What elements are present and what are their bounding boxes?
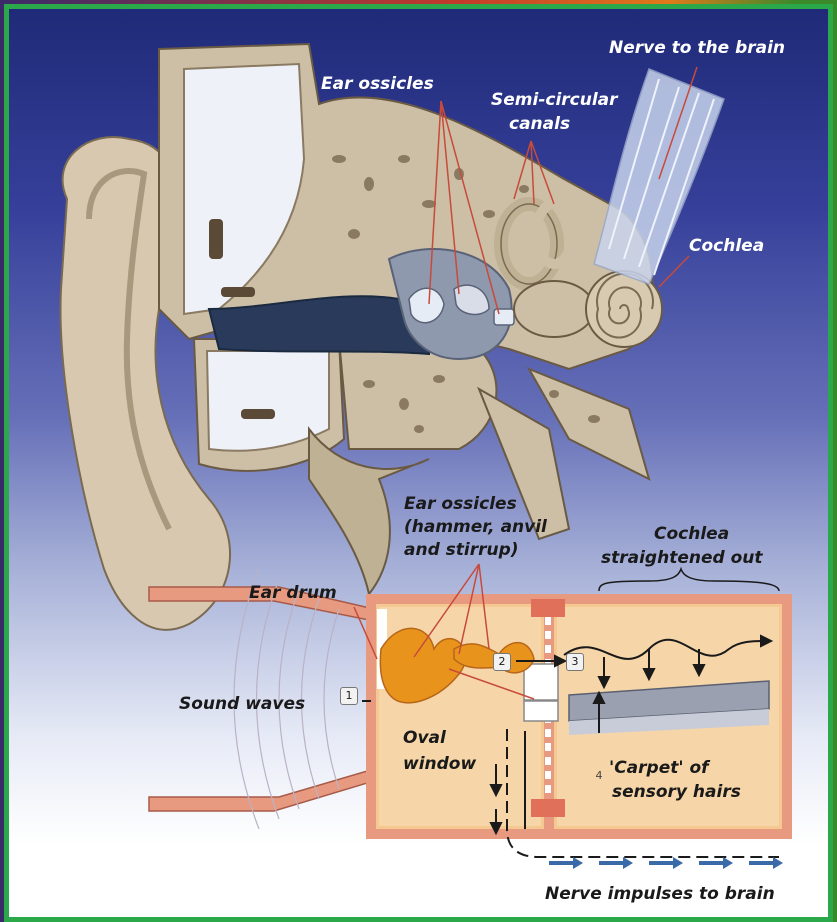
label-ear-ossicles-detail-line3: and stirrup) — [404, 539, 519, 561]
label-oval-window-line1: Oval — [403, 727, 446, 749]
nerve-impulse-dashes — [549, 857, 783, 869]
label-semicircular-canals-line1: Semi-circular — [491, 89, 618, 111]
step-marker-3: 3 — [566, 653, 584, 671]
label-ear-drum: Ear drum — [249, 582, 337, 604]
label-nerve-to-brain: Nerve to the brain — [609, 37, 785, 59]
label-cochlea-straightened-line1: Cochlea — [654, 523, 729, 545]
label-ear-ossicles-detail-line1: Ear ossicles — [404, 493, 517, 515]
label-ear-ossicles-detail-line2: (hammer, anvil — [404, 516, 547, 538]
step-marker-4: 4 — [593, 769, 605, 783]
label-carpet-line2: sensory hairs — [612, 781, 741, 803]
label-semicircular-canals-line2: canals — [509, 113, 570, 135]
diagram-panel: 1 2 3 4 Nerve to the brain Ear ossicles … — [4, 4, 833, 922]
label-cochlea-straightened-line2: straightened out — [601, 547, 762, 569]
label-ear-ossicles-top: Ear ossicles — [321, 73, 434, 95]
cochlea-brace — [599, 569, 779, 591]
label-nerve-impulses: Nerve impulses to brain — [545, 883, 775, 905]
label-cochlea-top: Cochlea — [689, 235, 764, 257]
label-carpet-line1: 'Carpet' of — [609, 757, 709, 779]
step-marker-2: 2 — [493, 653, 511, 671]
label-sound-waves: Sound waves — [179, 693, 305, 715]
label-oval-window-line2: window — [403, 753, 476, 775]
step-marker-1: 1 — [340, 687, 358, 705]
